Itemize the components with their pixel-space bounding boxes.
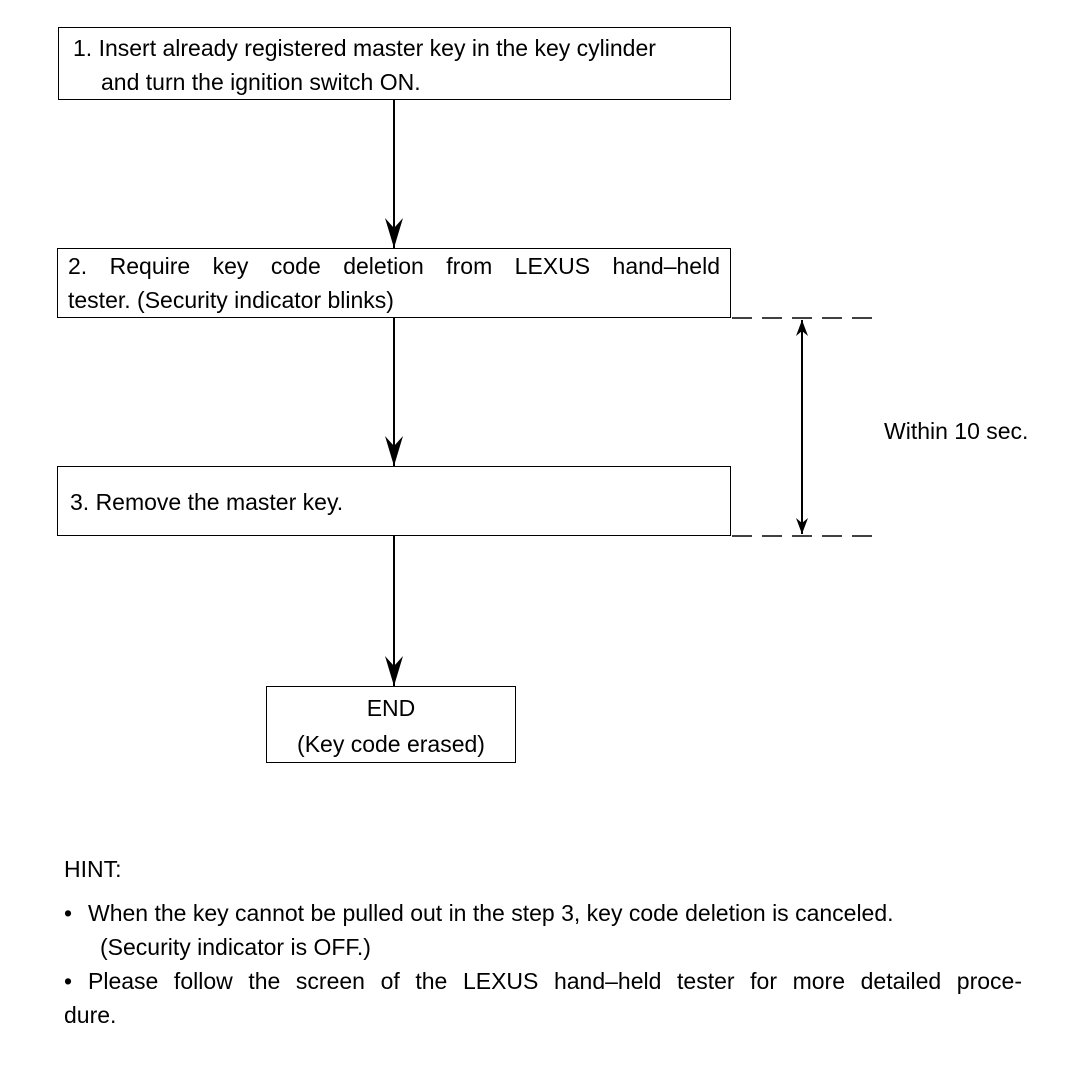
end-label: END <box>366 695 416 721</box>
step-3-text: 3. Remove the master key. <box>70 489 344 515</box>
step-2-text-line2: tester. (Security indicator blinks) <box>68 287 394 313</box>
hint-item-1-line1: When the key cannot be pulled out in the… <box>88 900 894 926</box>
timing-double-arrow <box>796 320 808 534</box>
step-2-box: 2. Require key code deletion from LEXUS … <box>57 248 731 318</box>
step-1-text-line1: 1. Insert already registered master key … <box>73 35 656 61</box>
step-3-box: 3. Remove the master key. <box>57 466 731 536</box>
hint-item-2-line2: dure. <box>64 1002 117 1028</box>
step-1-text-line2: and turn the ignition switch ON. <box>101 69 421 95</box>
hint-item-1: • When the key cannot be pulled out in t… <box>64 896 1044 964</box>
arrow-step3-to-end <box>385 536 403 686</box>
hint-section: HINT: • When the key cannot be pulled ou… <box>64 852 1044 1032</box>
bullet-icon: • <box>64 900 73 926</box>
end-box: END (Key code erased) <box>266 686 516 763</box>
hint-title: HINT: <box>64 856 122 882</box>
arrow-step2-to-step3 <box>385 318 403 466</box>
hint-item-2: • Please follow the screen of the LEXUS … <box>64 964 1044 1032</box>
hint-item-1-line2: (Security indicator is OFF.) <box>100 934 371 960</box>
end-sublabel: (Key code erased) <box>297 731 485 757</box>
step-1-box: 1. Insert already registered master key … <box>58 27 731 100</box>
step-2-text-line1: 2. Require key code deletion from LEXUS … <box>68 253 720 279</box>
bullet-icon: • <box>64 968 73 994</box>
arrow-step1-to-step2 <box>385 100 403 248</box>
hint-item-2-line1: Please follow the screen of the LEXUS ha… <box>88 968 1022 994</box>
timing-label: Within 10 sec. <box>884 418 1029 444</box>
